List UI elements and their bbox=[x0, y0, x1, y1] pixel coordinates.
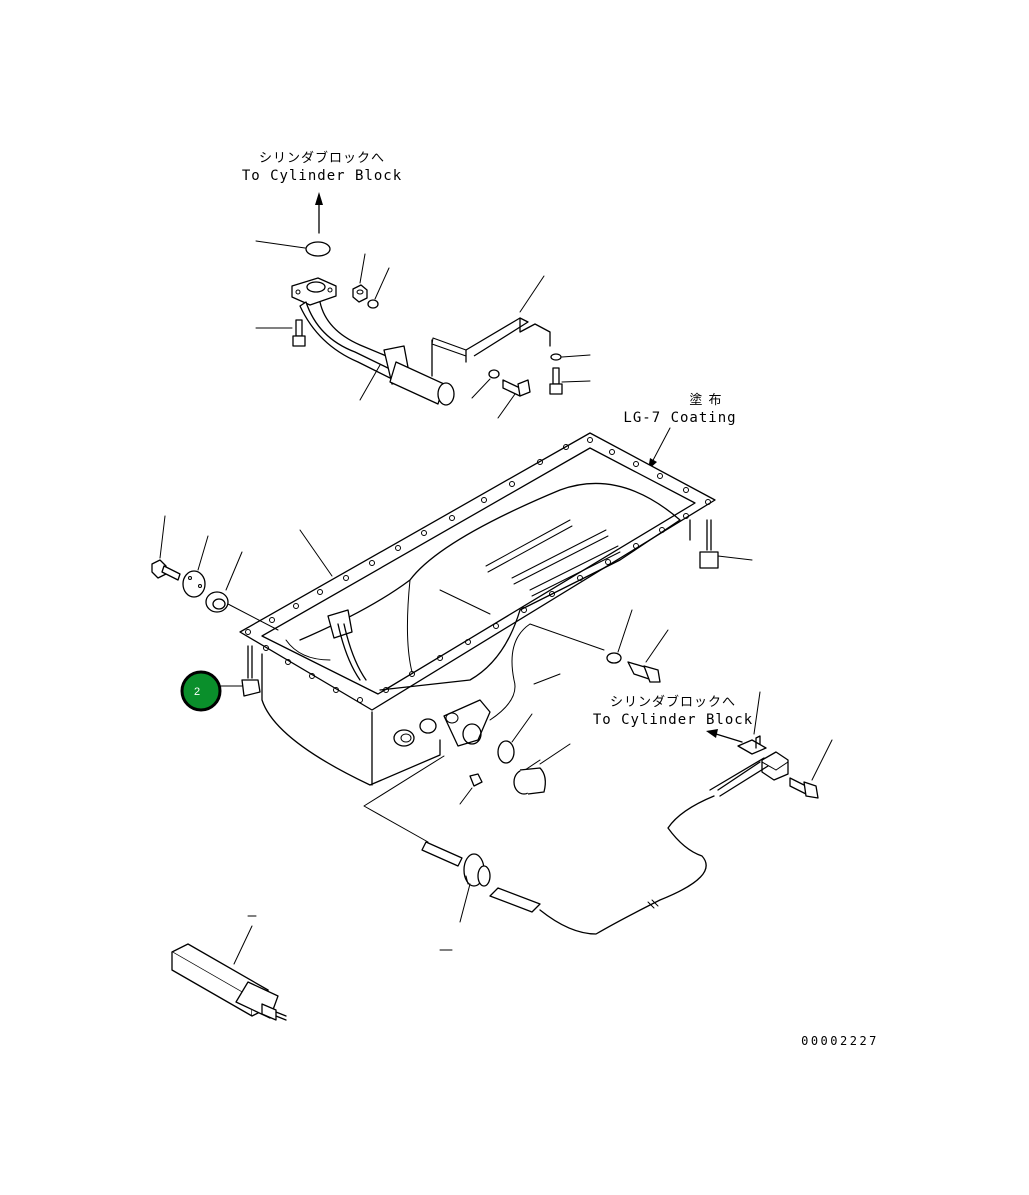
callout-2-circle[interactable] bbox=[180, 670, 222, 712]
bolt-connector bbox=[789, 739, 833, 799]
drawing-number: 00002227 bbox=[801, 1034, 879, 1048]
bolt-hotspot-2 bbox=[219, 645, 261, 697]
gasket-left bbox=[205, 551, 243, 613]
harness-wire bbox=[489, 757, 769, 935]
connector-clip bbox=[737, 691, 767, 755]
oil-level-sensor bbox=[421, 841, 491, 923]
top-label-group: シリンダブロックへ To Cylinder Block bbox=[242, 150, 402, 184]
small-screw bbox=[459, 773, 483, 805]
arrow-to-cylinder-block-right bbox=[706, 729, 743, 743]
connector-body bbox=[761, 751, 789, 781]
washer-right bbox=[550, 353, 591, 361]
o-ring-sensor bbox=[497, 713, 533, 764]
washer-top bbox=[367, 267, 390, 309]
oil-pan bbox=[227, 432, 716, 786]
cover-plate bbox=[182, 535, 209, 598]
top-label-jp: シリンダブロックへ bbox=[259, 150, 385, 166]
bolt-bracket bbox=[497, 379, 531, 419]
right-label-en: To Cylinder Block bbox=[593, 712, 753, 728]
bolt-right-top bbox=[549, 367, 591, 395]
gauge-adapter bbox=[171, 915, 453, 1021]
callout-2-number: 2 bbox=[194, 686, 200, 698]
coating-label-en: LG-7 Coating bbox=[623, 410, 736, 426]
harness-outline bbox=[363, 623, 605, 843]
callout-2[interactable]: 2 bbox=[180, 670, 222, 712]
coating-label-jp: 塗 布 bbox=[689, 392, 722, 408]
bolt-pan-right bbox=[699, 519, 753, 569]
suction-pipe bbox=[291, 277, 455, 406]
washer-bracket bbox=[471, 369, 500, 399]
o-ring-top bbox=[255, 240, 331, 257]
plug-mid bbox=[627, 629, 669, 683]
right-label-group: シリンダブロックへ To Cylinder Block bbox=[593, 694, 753, 728]
coating-label-group: 塗 布 LG-7 Coating bbox=[623, 392, 736, 470]
drain-plug bbox=[513, 743, 571, 795]
washer-mid bbox=[606, 609, 633, 664]
pipe-bracket bbox=[431, 275, 551, 377]
arrow-to-cylinder-block-top bbox=[315, 192, 323, 234]
bolt-left bbox=[151, 515, 181, 581]
top-label-en: To Cylinder Block bbox=[242, 168, 402, 184]
right-label-jp: シリンダブロックへ bbox=[610, 694, 736, 710]
bolt-top-left bbox=[255, 319, 306, 347]
nut-top bbox=[352, 253, 368, 303]
